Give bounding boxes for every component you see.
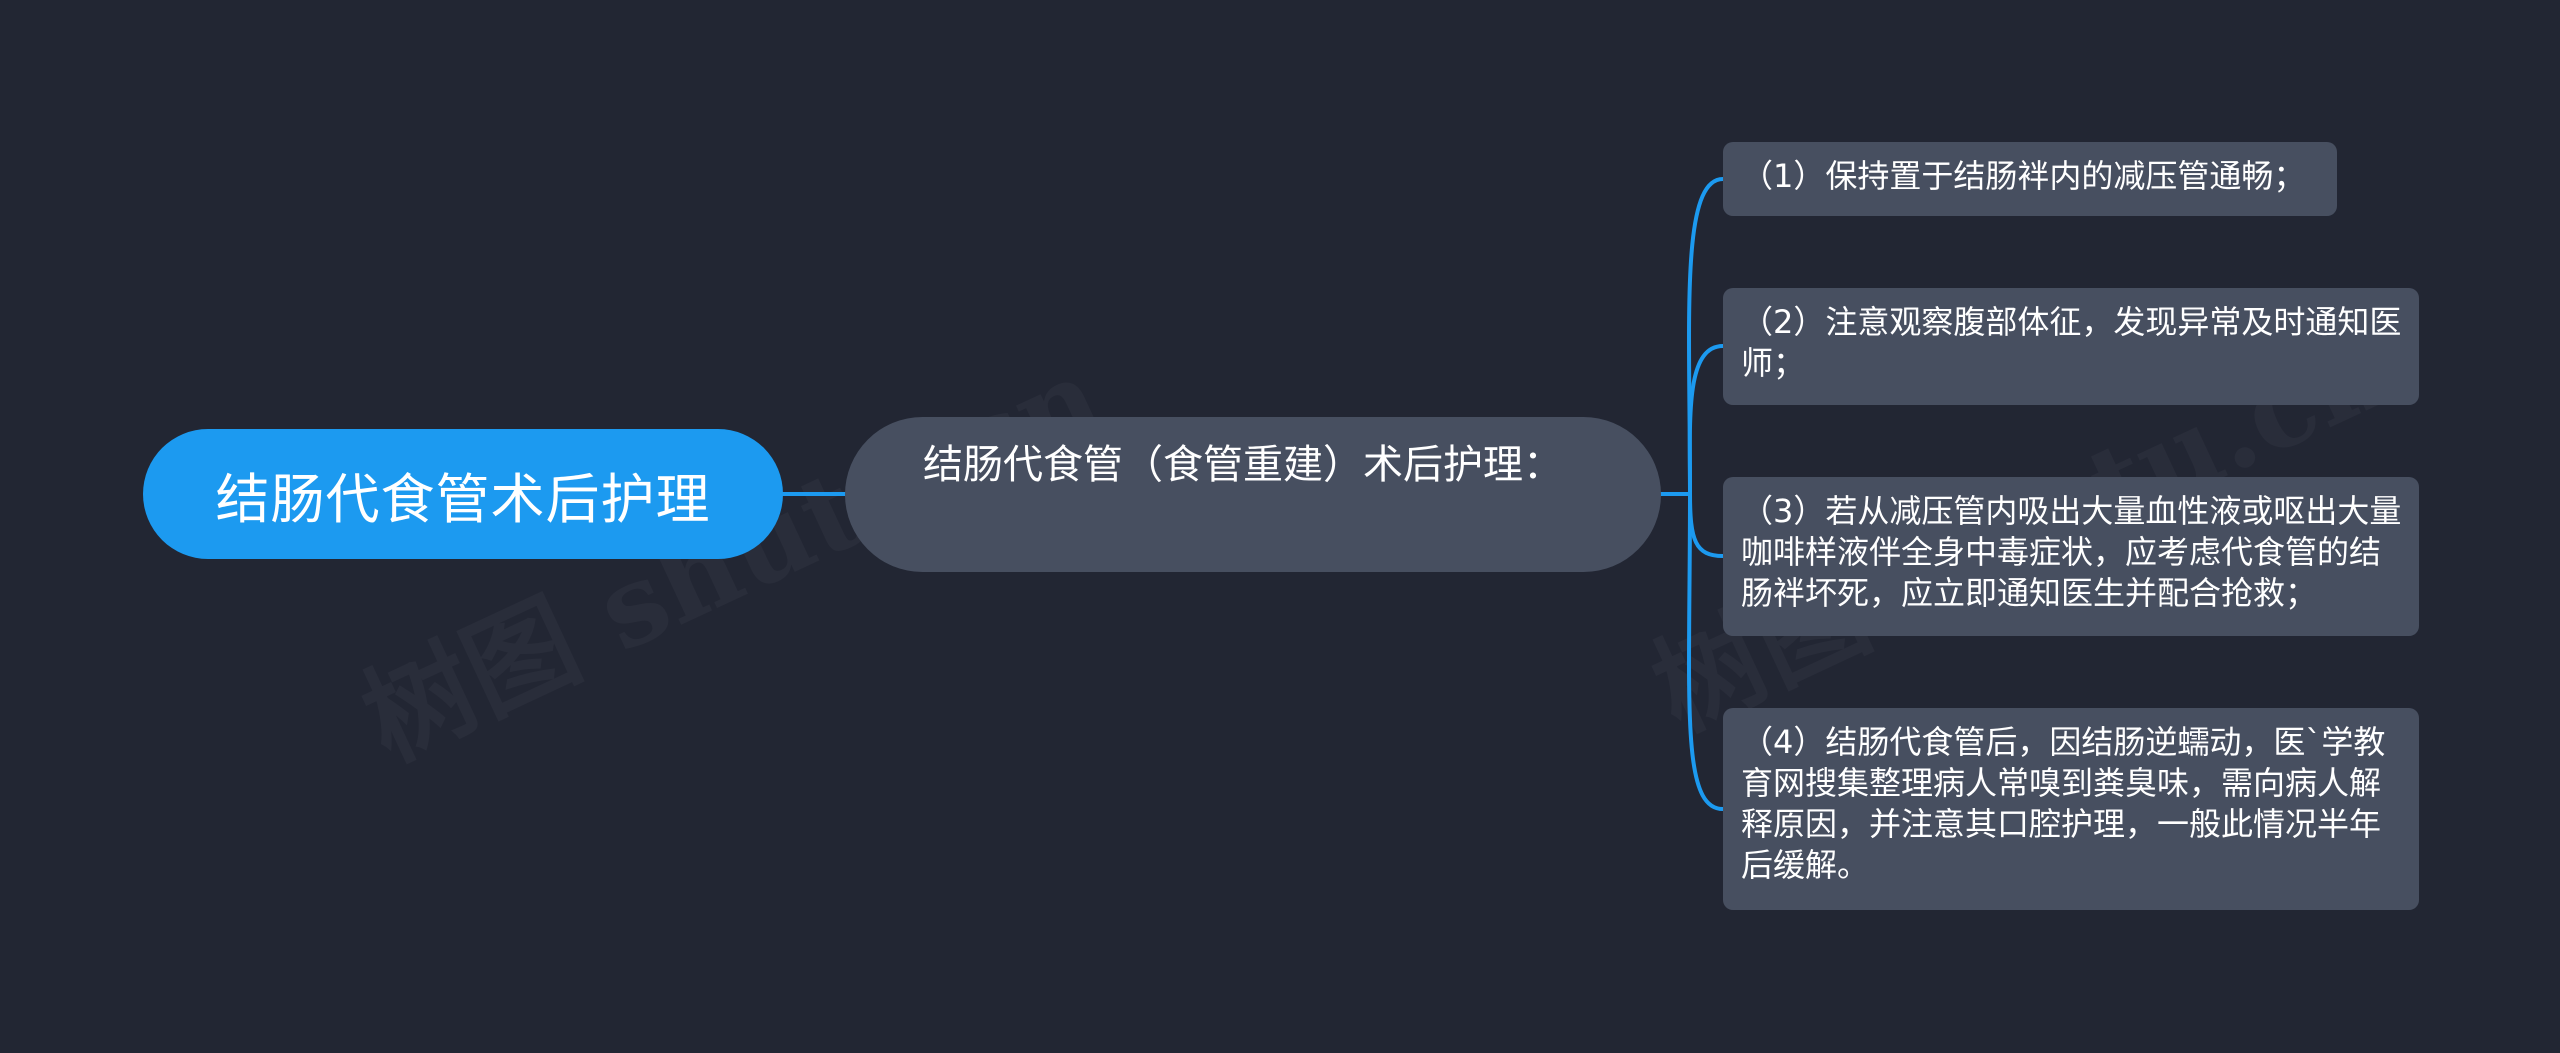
- subtopic-node-2[interactable]: （2）注意观察腹部体征，发现异常及时通知医师；: [1723, 288, 2419, 405]
- main-topic-node[interactable]: 结肠代食管（食管重建）术后护理：: [845, 417, 1661, 572]
- connector-leaf-2: [1687, 344, 1725, 496]
- subtopic-node-4[interactable]: （4）结肠代食管后，因结肠逆蠕动，医`学教育网搜集整理病人常嗅到粪臭味，需向病人…: [1723, 708, 2419, 910]
- connector-leaf-3: [1688, 492, 1725, 558]
- connector-leaf-4: [1686, 492, 1725, 811]
- subtopic-node-3[interactable]: （3）若从减压管内吸出大量血性液或呕出大量咖啡样液伴全身中毒症状，应考虑代食管的…: [1723, 477, 2419, 636]
- subtopic-label-1: （1）保持置于结肠袢内的减压管通畅；: [1741, 157, 2306, 195]
- root-topic-node[interactable]: 结肠代食管术后护理: [143, 429, 783, 559]
- subtopic-label-2: （2）注意观察腹部体征，发现异常及时通知医师；: [1741, 303, 2402, 382]
- connector-leaf-1: [1686, 177, 1725, 496]
- main-topic-label: 结肠代食管（食管重建）术后护理：: [923, 442, 1563, 488]
- subtopic-label-4: （4）结肠代食管后，因结肠逆蠕动，医`学教育网搜集整理病人常嗅到粪臭味，需向病人…: [1741, 723, 2386, 884]
- subtopic-node-1[interactable]: （1）保持置于结肠袢内的减压管通畅；: [1723, 142, 2337, 216]
- subtopic-label-3: （3）若从减压管内吸出大量血性液或呕出大量咖啡样液伴全身中毒症状，应考虑代食管的…: [1741, 492, 2402, 612]
- root-topic-label: 结肠代食管术后护理: [215, 467, 711, 531]
